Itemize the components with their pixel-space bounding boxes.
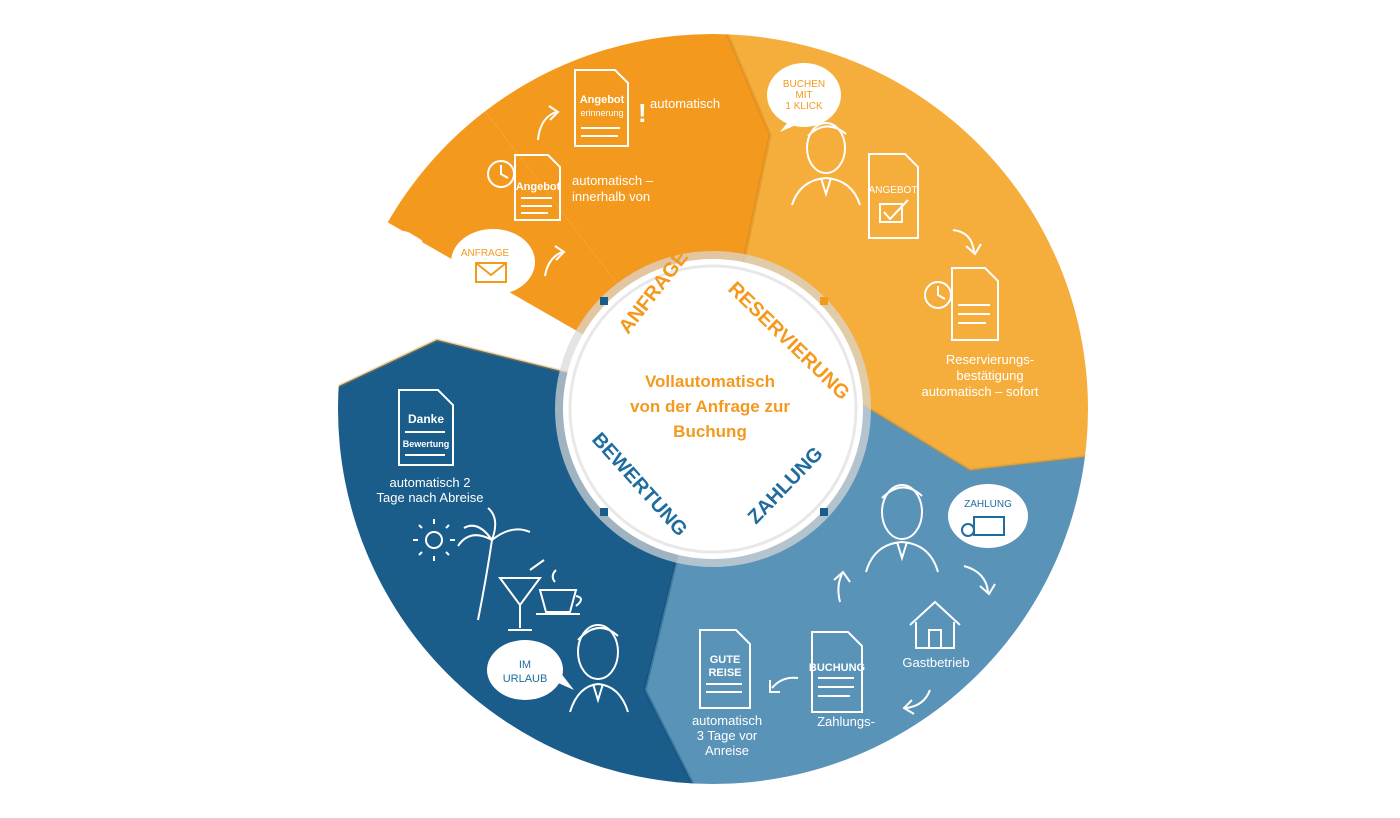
hub-notch: [820, 508, 828, 516]
doc-text-buchung: BUCHUNG: [809, 662, 865, 674]
caption-reminder: automatisch: [650, 96, 720, 111]
person-icon: [569, 624, 629, 713]
house-icon: [909, 600, 961, 626]
doc-text-bewertung: Bewertung: [403, 439, 450, 449]
person-icon: [791, 122, 861, 206]
doc-text-danke: Danke: [408, 412, 444, 426]
person-icon: [865, 484, 939, 573]
bubble-text-buchen-2: MIT: [795, 90, 812, 101]
doc-text-reminder-1: Angebot: [580, 94, 625, 106]
envelope-icon: [475, 262, 507, 283]
checkbox-icon: [879, 203, 903, 223]
caption-gastbetrieb: Gastbetrieb: [902, 655, 969, 670]
curved-arrow-icon: [837, 573, 843, 603]
doc-text-gute-1: GUTE: [710, 654, 741, 666]
center-line-1: Vollautomatisch: [645, 372, 775, 391]
bubble-text-anfrage: ANFRAGE: [461, 248, 510, 259]
person-icon: [371, 231, 433, 306]
doc-text-reminder-2: erinnerung: [580, 108, 623, 118]
speech-bubble: [487, 640, 563, 700]
curved-arrow-icon: [544, 251, 563, 277]
caption-res-1: Reservierungs-: [946, 352, 1034, 367]
anfrage-content: [371, 69, 629, 306]
bubble-text-im: IM: [519, 659, 531, 671]
coffee-cup-icon: [538, 589, 578, 613]
curved-arrow-icon: [905, 689, 931, 709]
document-icon: [811, 631, 863, 713]
center-line-2: von der Anfrage zur: [630, 397, 790, 416]
curved-arrow-icon: [952, 229, 975, 253]
bubble-text-zahlung: ZAHLUNG: [964, 499, 1012, 510]
reservierung-content: [767, 63, 999, 341]
caption-offer-1: automatisch –: [572, 173, 654, 188]
doc-text-gute-2: REISE: [708, 667, 741, 679]
doc-text-angebot-res: ANGEBOT: [869, 185, 918, 196]
hub-notch: [820, 297, 828, 305]
caption-res-3: automatisch – sofort: [921, 384, 1038, 399]
caption-bew-2: Tage nach Abreise: [377, 490, 484, 505]
curved-arrow-icon: [537, 111, 557, 141]
curved-arrow-icon: [963, 565, 989, 593]
document-icon: [398, 389, 454, 466]
caption-zahlungs: Zahlungs-: [817, 714, 875, 729]
caption-offer-2: innerhalb von: [572, 189, 650, 204]
sun-icon: [425, 531, 443, 549]
bubble-text-buchen-1: BUCHEN: [783, 79, 825, 90]
caption-bew-1: automatisch 2: [390, 475, 471, 490]
document-icon: [574, 69, 629, 147]
document-icon: [699, 629, 751, 709]
curved-arrow-icon: [771, 676, 799, 689]
bubble-text-urlaub: URLAUB: [503, 673, 548, 685]
hub-notch: [600, 508, 608, 516]
document-icon: [868, 153, 919, 239]
speech-bubble: [767, 63, 841, 127]
hub: [563, 259, 863, 559]
exclamation-icon: !: [638, 98, 647, 128]
caption-gute-1: automatisch: [692, 713, 762, 728]
cocktail-icon: [498, 577, 542, 607]
zahlung-content: [699, 484, 1028, 715]
caption-gute-3: Anreise: [705, 743, 749, 758]
palm-tree-icon: [477, 539, 493, 621]
doc-text-angebot: Angebot: [516, 181, 561, 193]
document-icon: [951, 267, 999, 341]
document-icon: [514, 154, 561, 221]
caption-res-2: bestätigung: [956, 368, 1023, 383]
caption-gute-2: 3 Tage vor: [697, 728, 758, 743]
center-line-3: Buchung: [673, 422, 747, 441]
bubble-text-buchen-3: 1 KLICK: [785, 101, 823, 112]
money-icon: [973, 516, 1005, 536]
hub-notch: [600, 297, 608, 305]
bewertung-content: [398, 389, 629, 713]
